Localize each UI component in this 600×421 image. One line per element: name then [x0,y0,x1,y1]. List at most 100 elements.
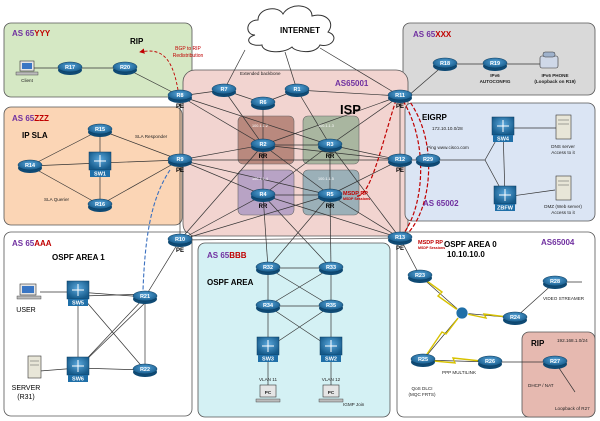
router-r15: R15 [87,123,113,137]
sla-responder-label: SLA Responder [135,134,168,139]
dmz-web-server [555,175,572,201]
router-r32: R32 [255,261,281,275]
msdp-sessions [354,95,430,239]
eigrp-asn: AS 65002 [423,199,459,208]
router-r4: R4 [250,188,276,202]
router-r29: R29 [415,153,441,167]
switch-sw4: SW4 [491,116,515,143]
router-label: R34 [263,303,274,309]
router-label: R29 [423,157,433,163]
switch-label: SW1 [94,172,106,178]
router-r34: R34 [255,299,281,313]
router-r12: R12 [387,153,413,167]
router-label: R12 [395,157,405,163]
loopback27-label: Loopback of R27 [555,406,590,411]
router-label: R3 [326,142,333,148]
as65aaa-title: AS 65AAA [12,239,52,248]
ospf0-title: OSPF AREA 0 [444,240,497,249]
ppp-multilink [422,357,491,364]
pe-tag-r9: PE [176,168,184,174]
ipsla-title: IP SLA [22,131,48,140]
internet-label: INTERNET [280,26,320,35]
router-label: R8 [176,93,183,99]
switch-sw3: SW3 [256,336,280,363]
router-label: R20 [120,65,130,71]
ipv6-phone [539,51,559,69]
switch-sw6: SW6 [66,356,90,383]
switch-zbfw: ZBFW [493,185,517,212]
switch-sw5: SW5 [66,280,90,307]
router-r18: R18 [432,57,458,71]
serial-link-r24 [461,312,516,319]
server-label: SERVER(R31) [12,385,41,401]
router-r9: R9 [167,153,193,167]
router-r1: R1 [284,83,310,97]
router-r17: R17 [57,61,83,75]
pc-vlan12 [318,384,344,403]
zone-rip2 [521,331,596,418]
rip2-subnet: 192.168.1.0/24 [557,338,588,343]
pc-vlan12-label: PC [328,390,335,395]
router-r20: R20 [112,61,138,75]
ospf0-asn: AS65004 [541,238,575,247]
rr-id-r4: 100.1.1.4 [252,177,268,181]
router-label: R18 [440,61,450,67]
pe-tag-r11: PE [396,104,404,110]
server-r31 [27,355,42,379]
rip2-title: RIP [531,339,545,348]
dns-server [555,114,572,140]
router-label: R1 [293,87,300,93]
router-label: R32 [263,265,273,271]
router-label: R2 [259,142,266,148]
dmz-label: DMZ (Web server)Access to it [544,204,582,215]
rr-tag-r4: RR [259,204,268,210]
router-r13: R13 [387,231,413,245]
client-pc [15,60,39,76]
router-r24: R24 [502,311,528,325]
router-r14: R14 [17,159,43,173]
ppp-label: PPP MULTILINK [442,370,477,375]
router-r23: R23 [407,269,433,283]
dashed-blue-path [142,169,171,291]
serial-link-r23 [419,275,463,314]
router-r16: R16 [87,198,113,212]
router-label: R25 [418,357,428,363]
video-label: VIDEO STREAMER [543,296,585,301]
router-r7: R7 [211,83,237,97]
as65yyy-title: AS 65YYY [12,29,51,38]
eigrp-title: EIGRP [422,113,448,122]
frame-relay-switch [455,306,469,320]
router-label: R13 [395,235,405,241]
router-r25: R25 [410,353,436,367]
router-r19: R19 [482,57,508,71]
router-r5: R5 [317,188,343,202]
ipv6-phone-label: IPv6 PHONE(Loopback on R19) [534,73,576,84]
router-label: R11 [395,93,405,99]
internet-cloud [247,5,335,53]
rr-tag-r5: RR [326,204,335,210]
pe-tag-r13: PE [396,246,404,252]
rr-id-r3: 100.1.1.3 [318,124,334,128]
switch-label: SW6 [72,377,84,383]
rr-id-r2: 100.1.1.2 [252,124,268,128]
router-label: R35 [326,303,336,309]
router-r26: R26 [477,355,503,369]
router-label: R24 [510,315,521,321]
rip-title: RIP [130,37,144,46]
router-r6: R6 [250,96,276,110]
switch-label: SW4 [497,137,510,143]
router-label: R6 [259,100,266,106]
rr-tag-r3: RR [326,154,335,160]
pc-vlan11-label: PC [265,390,272,395]
router-label: R19 [490,61,500,67]
igmp-label: IGMP Join [343,402,365,407]
user-pc [16,283,42,300]
ospf0-subnet: 10.10.10.0 [447,250,485,259]
as65bbb-title: AS 65BBB [207,251,247,260]
vlan11-label: VLAN 11 [259,377,277,382]
router-r22: R22 [132,363,158,377]
as65xxx-title: AS 65XXX [413,30,452,39]
